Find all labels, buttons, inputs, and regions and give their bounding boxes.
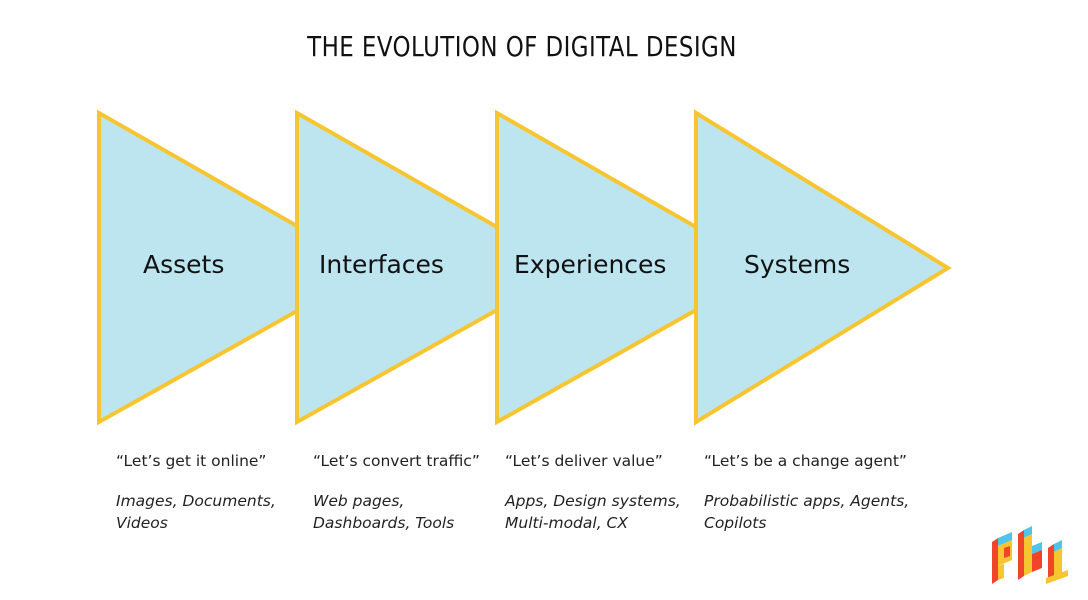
stage-slogan: “Let’s be a change agent”	[704, 452, 907, 470]
stage-label-assets: Assets	[143, 250, 225, 279]
stage-description-experiences: “Let’s deliver value” Apps, Design syste…	[505, 452, 695, 534]
stage-description-interfaces: “Let’s convert traffic” Web pages, Dashb…	[313, 452, 503, 534]
examples-line: Images, Documents,	[116, 492, 276, 510]
phi-blocks-logo-icon	[992, 526, 1068, 584]
stage-label-systems: Systems	[744, 250, 851, 279]
stage-label-experiences: Experiences	[514, 250, 667, 279]
stage-slogan: “Let’s deliver value”	[505, 452, 663, 470]
examples-line: Probabilistic apps, Agents,	[704, 492, 910, 510]
stage-description-systems: “Let’s be a change agent” Probabilistic …	[704, 452, 934, 534]
stage-examples: Web pages, Dashboards, Tools	[313, 490, 503, 534]
stage-triangle-systems	[694, 109, 952, 426]
examples-line: Copilots	[704, 514, 767, 532]
stage-slogan: “Let’s convert traffic”	[313, 452, 480, 470]
examples-line: Apps, Design systems,	[505, 492, 681, 510]
stage-slogan: “Let’s get it online”	[116, 452, 267, 470]
stage-label-interfaces: Interfaces	[319, 250, 444, 279]
examples-line: Multi-modal, CX	[505, 514, 629, 532]
stage-examples: Images, Documents, Videos	[116, 490, 306, 534]
examples-line: Dashboards, Tools	[313, 514, 455, 532]
stage-examples: Probabilistic apps, Agents, Copilots	[704, 490, 934, 534]
stage-examples: Apps, Design systems, Multi-modal, CX	[505, 490, 695, 534]
examples-line: Web pages,	[313, 492, 405, 510]
page-title: THE EVOLUTION OF DIGITAL DESIGN	[307, 30, 737, 63]
examples-line: Videos	[116, 514, 168, 532]
stage-description-assets: “Let’s get it online” Images, Documents,…	[116, 452, 306, 534]
